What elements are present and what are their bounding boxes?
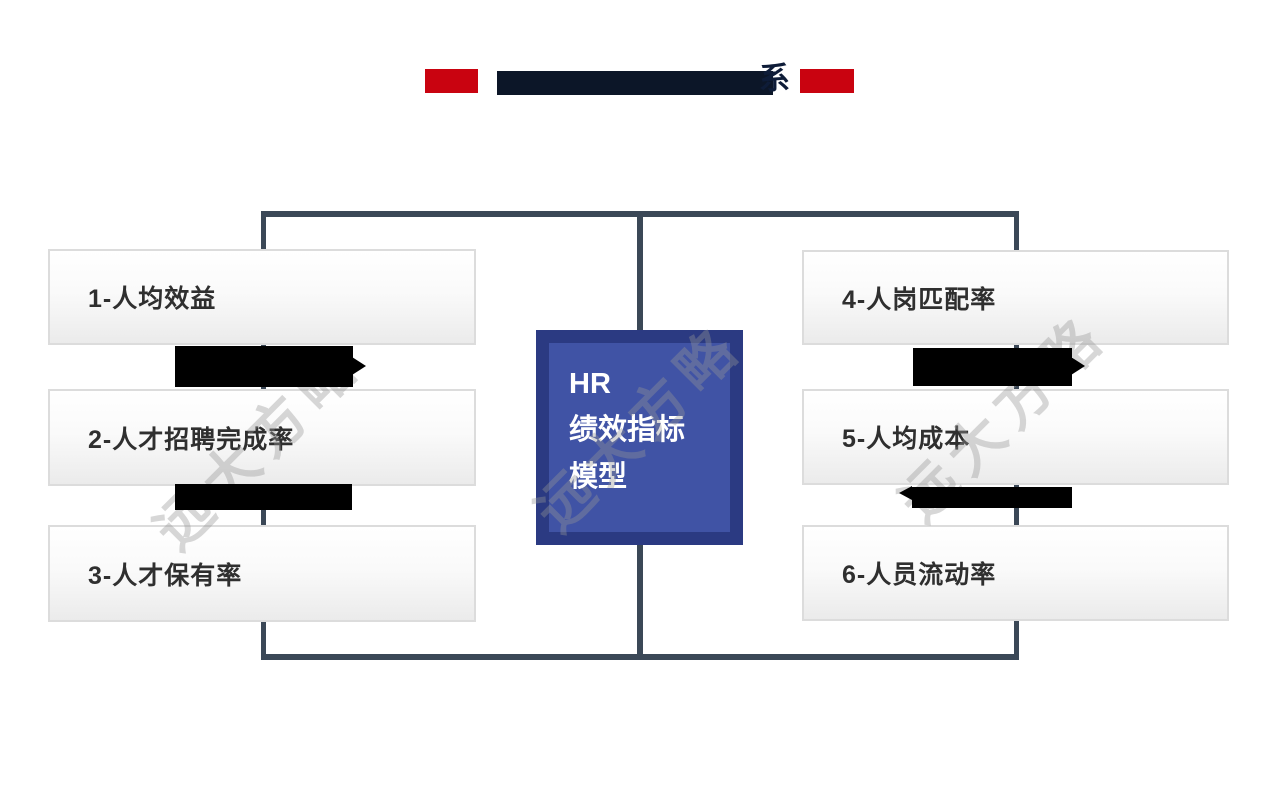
hr-model-line2: 绩效指标	[569, 414, 686, 447]
title-redaction-bar	[497, 71, 773, 95]
kpi-box-3: 3-人才保有率	[48, 525, 476, 622]
kpi-label-6: 6-人员流动率	[842, 561, 997, 589]
kpi-box-2: 2-人才招聘完成率	[48, 389, 476, 486]
redaction-bar-right-top	[913, 348, 1072, 386]
title-visible-character: 系	[759, 61, 790, 96]
arrow-left-icon	[899, 486, 912, 500]
kpi-box-5: 5-人均成本	[802, 389, 1229, 485]
kpi-label-5: 5-人均成本	[842, 425, 971, 453]
kpi-label-2: 2-人才招聘完成率	[88, 425, 295, 454]
arrow-right-icon	[352, 357, 366, 375]
kpi-label-4: 4-人岗匹配率	[842, 285, 997, 314]
kpi-label-1: 1-人均效益	[88, 285, 217, 313]
hr-model-line3: 模型	[569, 460, 628, 493]
hr-model-box: HR 绩效指标 模型	[536, 330, 743, 545]
redaction-bar-left-bottom	[175, 484, 352, 510]
arrow-right-icon	[1071, 357, 1085, 375]
kpi-box-1: 1-人均效益	[48, 249, 476, 345]
title-accent-left	[425, 69, 478, 93]
kpi-box-4: 4-人岗匹配率	[802, 250, 1229, 345]
hr-model-line1: HR	[569, 368, 611, 400]
hr-model-box-inner: HR 绩效指标 模型	[549, 343, 730, 532]
redaction-bar-left-top	[175, 346, 353, 387]
title-accent-right	[800, 69, 854, 93]
kpi-box-6: 6-人员流动率	[802, 525, 1229, 621]
redaction-bar-right-bottom	[912, 487, 1072, 508]
kpi-label-3: 3-人才保有率	[88, 561, 243, 590]
